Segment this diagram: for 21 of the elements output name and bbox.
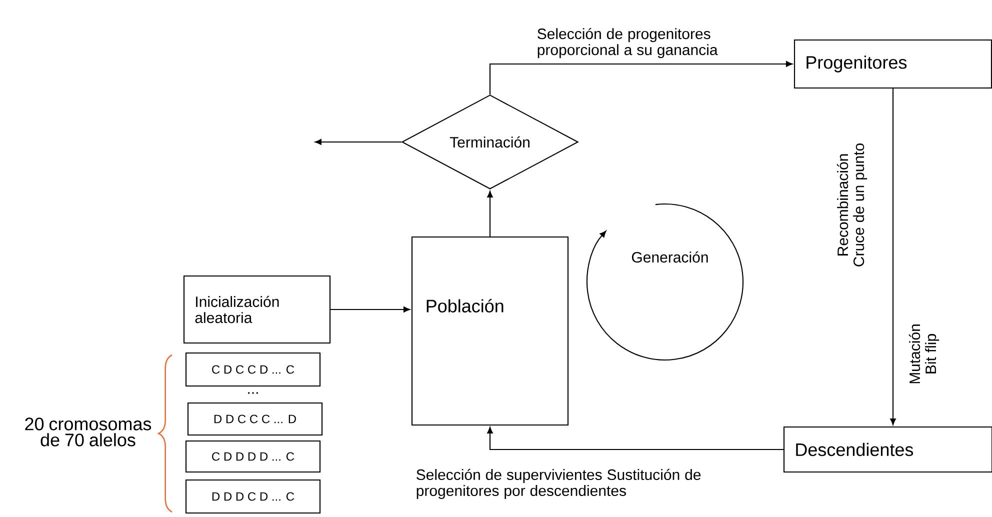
chromosome-box: D D C C C ... D <box>187 402 323 436</box>
arrow <box>489 61 792 94</box>
process-box: Progenitores <box>794 39 992 89</box>
arrow <box>487 426 784 450</box>
mutation-label: Mutación Bit flip <box>908 324 940 384</box>
arrow <box>314 139 402 145</box>
arrow <box>890 88 896 425</box>
process-box: Descendientes <box>783 426 992 473</box>
process-box: Población <box>411 236 569 426</box>
chromosome-box: C D C C D ... C <box>185 352 321 387</box>
cycle-label: Generación <box>632 251 708 263</box>
chromosome-box: D D D C D ... C <box>185 479 321 514</box>
edge-label: Selección de progenitores proporcional a su ganancia <box>538 28 718 58</box>
arrow <box>487 190 493 236</box>
edge-label: Selección de supervivientes Sustitución de progenitores por descendientes <box>416 468 701 500</box>
arrow <box>330 306 410 312</box>
group-label: 20 cromosomas de 70 alelos <box>25 418 152 446</box>
edge-label: Recombinación Cruce de un punto <box>836 144 868 266</box>
process-box: Inicialización aleatoria <box>183 275 331 344</box>
ellipsis: ... <box>248 392 258 394</box>
chromosome-box: C D D D D ... C <box>185 440 321 473</box>
